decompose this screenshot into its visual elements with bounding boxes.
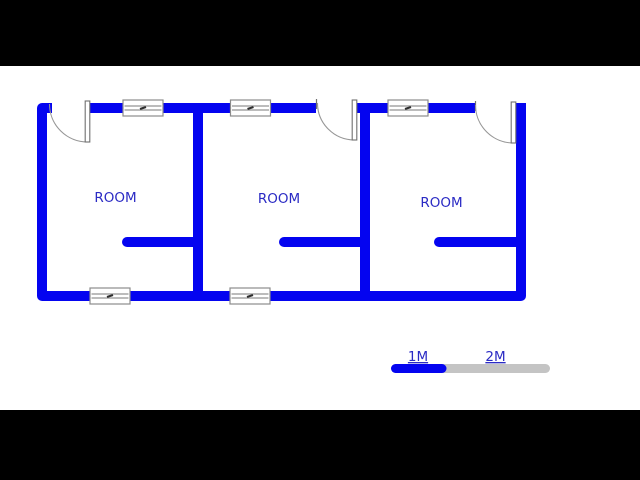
window-center-tick — [139, 105, 147, 111]
door-swing-arc — [48, 103, 88, 143]
door-swing-arc — [474, 104, 514, 144]
door-leaf — [351, 99, 358, 141]
scale-bar: 1M 2M — [391, 349, 550, 373]
scale-label-2m: 2M — [485, 349, 505, 365]
window-glass-line — [91, 293, 129, 299]
door-swing-arc — [316, 102, 355, 141]
window — [229, 287, 271, 305]
window-center-tick — [246, 293, 254, 299]
window — [387, 99, 429, 117]
door — [48, 100, 91, 143]
outer-wall — [37, 103, 526, 301]
window — [122, 99, 164, 117]
window-glass-line — [389, 105, 427, 111]
interior-walls — [122, 108, 526, 296]
window — [229, 99, 272, 117]
door — [315, 99, 358, 141]
room-label: ROOM — [94, 190, 136, 206]
window-center-tick — [404, 105, 412, 111]
door — [474, 101, 517, 144]
window-center-tick — [106, 293, 114, 299]
room-label: ROOM — [420, 195, 462, 211]
window-glass-line — [231, 293, 269, 299]
scale-label-1m: 1M — [408, 349, 428, 365]
window-glass-line — [232, 105, 269, 111]
door-leaf — [510, 101, 517, 144]
window-center-tick — [247, 105, 254, 111]
door-leaf — [84, 100, 91, 143]
window — [89, 287, 131, 305]
room-label: ROOM — [258, 191, 300, 207]
window-glass-line — [124, 105, 162, 111]
